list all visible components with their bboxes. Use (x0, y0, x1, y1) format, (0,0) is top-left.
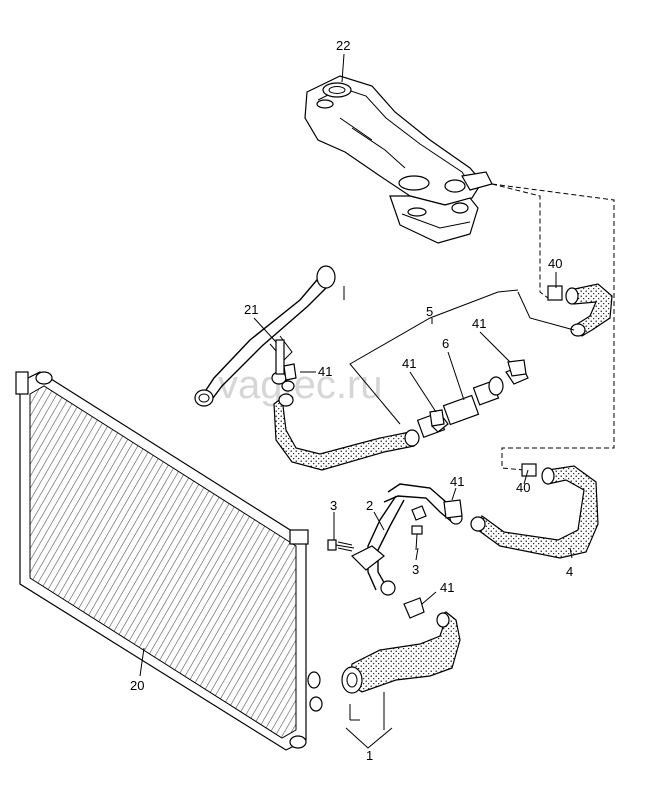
part-1-hose (341, 611, 461, 694)
callout-4: 4 (566, 564, 573, 579)
part-22-housing (304, 75, 493, 244)
callout-20: 20 (130, 678, 144, 693)
callout-3-right: 3 (412, 562, 419, 577)
callout-41-bottom: 41 (440, 580, 454, 595)
callout-41-top: 41 (318, 364, 332, 379)
part-4-hose (470, 463, 599, 559)
bolt-3-right (411, 525, 423, 551)
callout-3-left: 3 (330, 498, 337, 513)
part-2-pipe (350, 483, 463, 596)
callout-6: 6 (442, 336, 449, 351)
callout-40-lower: 40 (516, 480, 530, 495)
part-21-pipe (194, 265, 336, 407)
callout-41-mid: 41 (402, 356, 416, 371)
clip-41-mid (429, 409, 445, 427)
callout-22: 22 (336, 38, 350, 53)
dashed-leader-upper (491, 183, 615, 471)
clip-41-bottom (403, 597, 425, 619)
callout-21: 21 (244, 302, 258, 317)
leader-lines (139, 53, 575, 749)
clip-41-top (283, 363, 297, 381)
part-5-hose-assembly (271, 339, 529, 471)
part-20-radiator (15, 371, 323, 751)
upper-right-hose (547, 283, 613, 337)
callout-41-lower: 41 (450, 474, 464, 489)
watermark-text: vagtec.ru (218, 363, 383, 407)
clip-41-right (507, 359, 527, 377)
clip-41-lower (443, 499, 463, 519)
callout-1: 1 (366, 748, 373, 763)
dashed-leader-lower (491, 183, 549, 299)
callout-40-upper: 40 (548, 256, 562, 271)
callout-41-right: 41 (472, 316, 486, 331)
callout-5: 5 (426, 304, 433, 319)
callout-2: 2 (366, 498, 373, 513)
bolt-3-left (327, 539, 355, 552)
